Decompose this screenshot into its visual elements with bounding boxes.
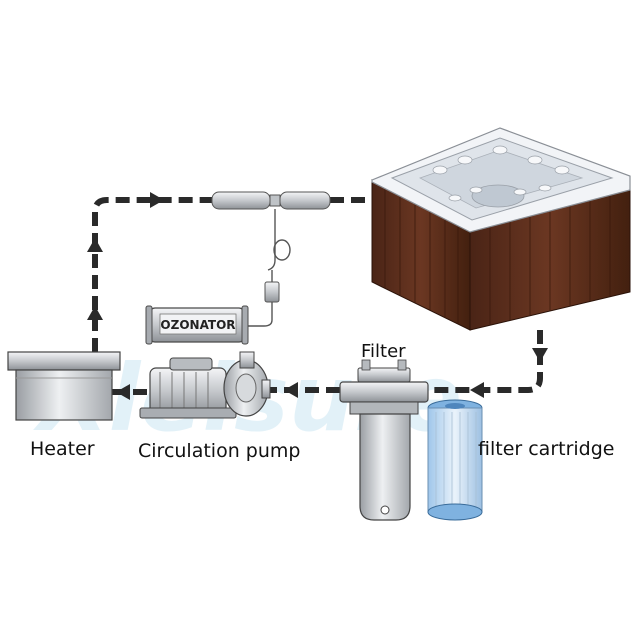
pipe-tub-to-filter: [432, 330, 543, 393]
heater-label: Heater: [30, 438, 95, 460]
arrow-left-icon: [470, 382, 484, 398]
circulation-pump: [139, 351, 271, 419]
venturi-injector: [211, 191, 331, 327]
heater-unit: [7, 351, 121, 421]
filter-label: Filter: [361, 341, 406, 362]
arrow-right-icon: [150, 192, 164, 208]
filter-cartridge: [427, 399, 483, 521]
arrow-up-icon: [87, 238, 103, 252]
ozonator-label: OZONATOR: [160, 318, 235, 332]
circulation-pump-label: Circulation pump: [138, 440, 301, 462]
arrow-left-icon: [284, 382, 298, 398]
arrow-left-icon: [116, 384, 130, 400]
hot-tub: [371, 127, 631, 331]
flow-arrows: [87, 192, 548, 400]
ozonator-unit: OZONATOR: [145, 305, 249, 345]
arrow-down-icon: [532, 348, 548, 362]
filter-cartridge-label: filter cartridge: [478, 438, 615, 460]
filter-housing: [339, 359, 429, 521]
arrow-up-icon: [87, 306, 103, 320]
pipe-heater-to-top: [92, 197, 212, 352]
